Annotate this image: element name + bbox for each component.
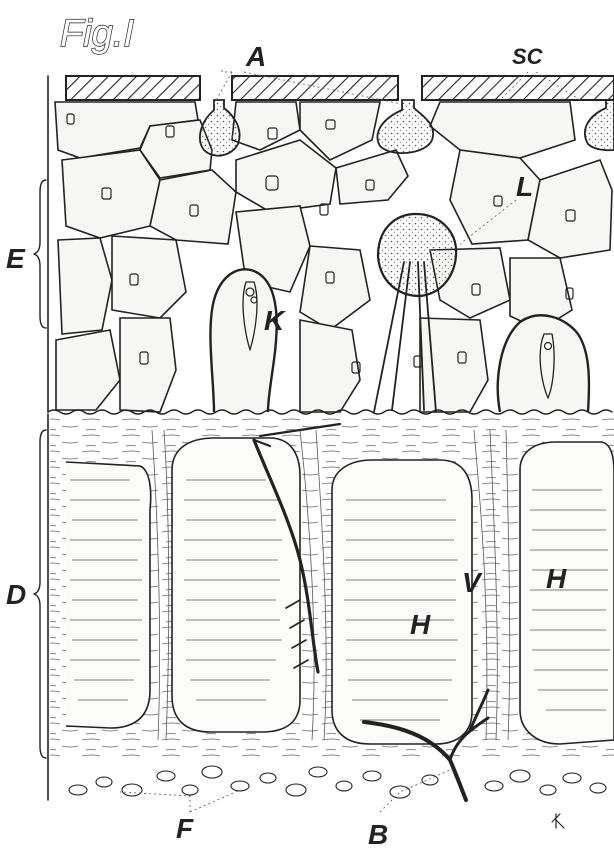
label-b: B [368, 819, 388, 849]
label-f: F [176, 813, 194, 844]
fat-layer [48, 766, 614, 800]
label-e: E [6, 243, 26, 274]
stratum-corneum [66, 76, 614, 100]
bracket-d [34, 430, 46, 758]
label-sc: SC [512, 44, 544, 69]
dermis [48, 414, 614, 800]
label-a: A [245, 41, 266, 72]
figure-title: Fig.I [60, 13, 134, 55]
label-h-center: H [410, 609, 431, 640]
bracket-e [34, 180, 46, 328]
label-l: L [516, 171, 533, 202]
label-h-right: H [546, 563, 567, 594]
artist-monogram [552, 814, 564, 828]
label-v: V [462, 567, 483, 598]
label-d: D [6, 579, 26, 610]
label-k: K [264, 305, 286, 336]
